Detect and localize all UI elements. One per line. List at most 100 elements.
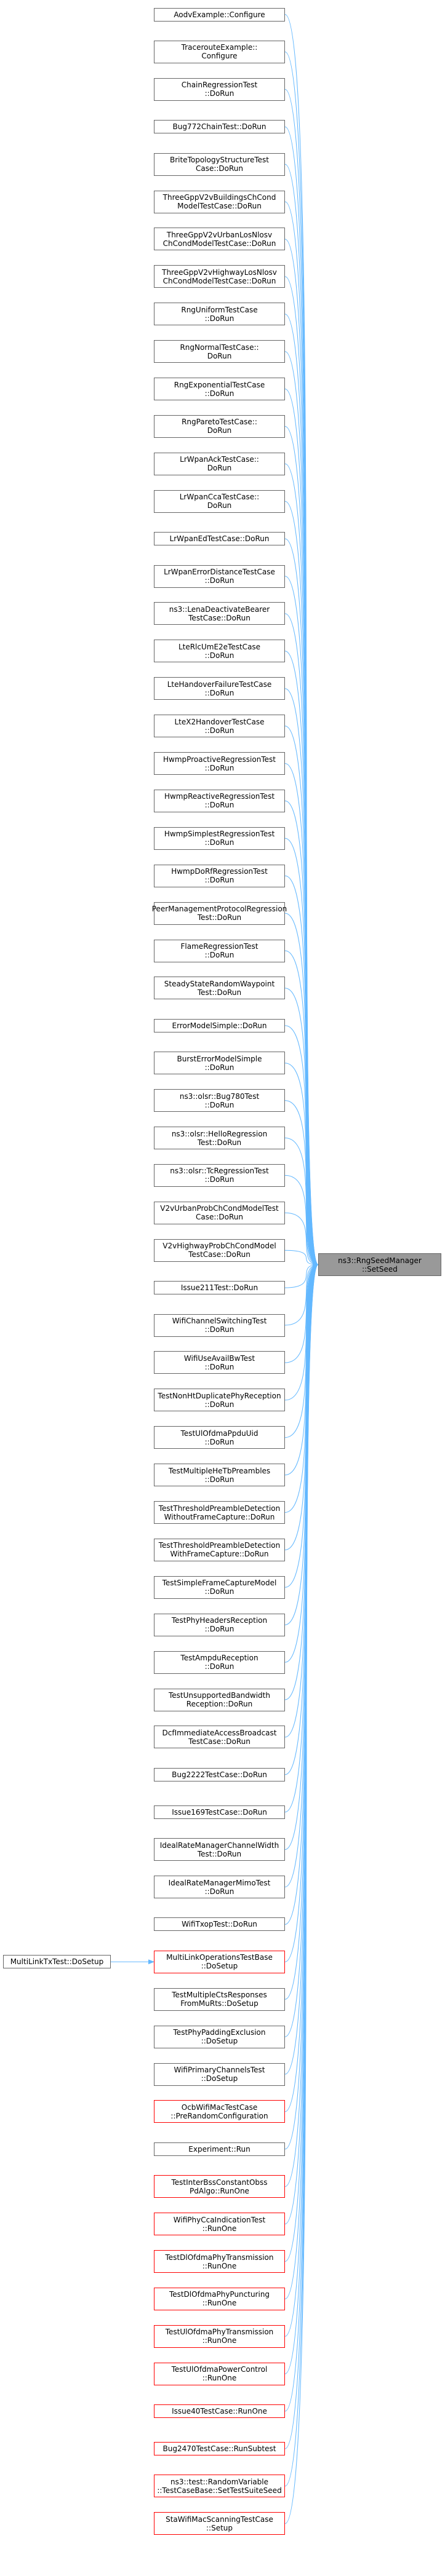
call-edge (284, 1262, 319, 1588)
caller-node[interactable]: HwmpReactiveRegressionTest ::DoRun (154, 789, 285, 812)
caller-node[interactable]: ThreeGppV2vBuildingsChCond ModelTestCase… (154, 190, 285, 213)
caller-node[interactable]: Bug2470TestCase::RunSubtest (154, 2442, 285, 2455)
caller-node[interactable]: Experiment::Run (154, 2142, 285, 2156)
caller-node[interactable]: WifiPrimaryChannelsTest ::DoSetup (154, 2063, 285, 2086)
caller-node[interactable]: ns3::test::RandomVariable ::TestCaseBase… (154, 2475, 285, 2498)
call-edge (284, 1262, 319, 1738)
caller-node[interactable]: TestUlOfdmaPhyTransmission ::RunOne (154, 2324, 285, 2348)
extra-caller-node[interactable]: MultiLinkTxTest::DoSetup (3, 1955, 111, 1969)
caller-node[interactable]: RngUniformTestCase ::DoRun (154, 303, 285, 326)
caller-node[interactable]: ns3::olsr::HelloRegression Test::DoRun (154, 1127, 285, 1149)
call-edge (284, 1262, 319, 1550)
call-edge (284, 1262, 319, 1513)
call-edge (284, 1250, 319, 1267)
caller-node[interactable]: HwmpSimplestRegressionTest ::DoRun (154, 826, 285, 850)
caller-node[interactable]: IdealRateManagerMimoTest ::DoRun (154, 1876, 285, 1898)
caller-node[interactable]: ErrorModelSimple::DoRun (154, 1018, 285, 1032)
call-edge (284, 688, 319, 1267)
caller-node[interactable]: LteHandoverFailureTestCase ::DoRun (154, 677, 285, 700)
call-edge (284, 1175, 319, 1267)
call-edge (284, 51, 319, 1267)
caller-node[interactable]: LrWpanCcaTestCase:: DoRun (154, 489, 285, 513)
caller-node[interactable]: LteRlcUmE2eTestCase ::DoRun (154, 640, 285, 663)
call-edge (284, 800, 319, 1267)
caller-node[interactable]: TestNonHtDuplicatePhyReception ::DoRun (154, 1389, 285, 1412)
caller-node[interactable]: DcfImmediateAccessBroadcast TestCase::Do… (154, 1726, 285, 1749)
caller-node[interactable]: BurstErrorModelSimple ::DoRun (154, 1052, 285, 1075)
caller-node[interactable]: TestUnsupportedBandwidth Reception::DoRu… (154, 1688, 285, 1711)
caller-node[interactable]: ns3::olsr::Bug780Test ::DoRun (154, 1089, 285, 1112)
call-edge (284, 950, 319, 1267)
call-edge (284, 576, 319, 1267)
caller-node[interactable]: LrWpanAckTestCase:: DoRun (154, 452, 285, 475)
caller-node[interactable]: WifiChannelSwitchingTest ::DoRun (154, 1314, 285, 1337)
caller-node[interactable]: PeerManagementProtocolRegression Test::D… (152, 902, 287, 925)
caller-node[interactable]: WifiUseAvailBwTest ::DoRun (154, 1351, 285, 1374)
call-edge (284, 1262, 319, 1850)
call-edge (284, 1262, 319, 1363)
caller-node[interactable]: AodvExample::Configure (154, 7, 285, 22)
caller-node[interactable]: TestSimpleFrameCaptureModel ::DoRun (154, 1575, 285, 1599)
caller-node[interactable]: V2vHighwayProbChCondModel TestCase::DoRu… (154, 1238, 285, 1262)
caller-node[interactable]: StaWifiMacScanningTestCase ::Setup (154, 2512, 285, 2535)
caller-node[interactable]: TestUlOfdmaPpduUid ::DoRun (154, 1426, 285, 1449)
caller-node[interactable]: LrWpanErrorDistanceTestCase ::DoRun (154, 565, 285, 588)
call-edge (284, 763, 319, 1267)
caller-node[interactable]: V2vUrbanProbChCondModelTest Case::DoRun (154, 1201, 285, 1224)
call-edge (284, 1262, 319, 1925)
caller-node[interactable]: TestAmpduReception ::DoRun (154, 1651, 285, 1674)
caller-node[interactable]: RngExponentialTestCase ::DoRun (154, 378, 285, 400)
caller-node[interactable]: Bug2222TestCase::DoRun (154, 1767, 285, 1781)
target-node[interactable]: ns3::RngSeedManager ::SetSeed (318, 1253, 441, 1276)
caller-node[interactable]: MultiLinkOperationsTestBase ::DoSetup (154, 1950, 285, 1973)
call-edge (284, 1262, 319, 1775)
call-edge (284, 1262, 319, 2037)
caller-node[interactable]: ns3::LenaDeactivateBearer TestCase::DoRu… (154, 602, 285, 625)
caller-node[interactable]: TestInterBssConstantObss PdAlgo::RunOne (154, 2175, 285, 2198)
caller-node[interactable]: IdealRateManagerChannelWidth Test::DoRun (154, 1838, 285, 1861)
caller-node[interactable]: LrWpanEdTestCase::DoRun (154, 532, 285, 546)
call-edge (284, 875, 319, 1267)
call-edge (284, 1262, 319, 1288)
caller-node[interactable]: Issue169TestCase::DoRun (154, 1805, 285, 1819)
caller-node[interactable]: Issue211Test::DoRun (154, 1281, 285, 1295)
caller-node[interactable]: TestMultipleCtsResponses FromMuRts::DoSe… (154, 1987, 285, 2011)
call-edge (284, 838, 319, 1267)
caller-node[interactable]: RngParetoTestCase:: DoRun (154, 414, 285, 438)
caller-node[interactable]: FlameRegressionTest ::DoRun (154, 939, 285, 962)
caller-node[interactable]: WifiTxopTest::DoRun (154, 1917, 285, 1932)
call-edge (284, 1262, 319, 2000)
caller-node[interactable]: LteX2HandoverTestCase ::DoRun (154, 715, 285, 738)
caller-node[interactable]: HwmpProactiveRegressionTest ::DoRun (154, 752, 285, 775)
call-edge (284, 1262, 319, 1962)
call-edge (284, 1262, 319, 2374)
caller-node[interactable]: TestMultipleHeTbPreambles ::DoRun (154, 1464, 285, 1487)
caller-node[interactable]: TestDlOfdmaPhyPuncturing ::RunOne (154, 2287, 285, 2310)
caller-node[interactable]: Issue40TestCase::RunOne (154, 2404, 285, 2419)
caller-node[interactable]: TracerouteExample:: Configure (154, 40, 285, 63)
caller-node[interactable]: Bug772ChainTest::DoRun (154, 120, 285, 134)
caller-node[interactable]: TestPhyHeadersReception ::DoRun (154, 1613, 285, 1636)
call-edge (284, 651, 319, 1267)
caller-node[interactable]: TestPhyPaddingExclusion ::DoSetup (154, 2025, 285, 2048)
caller-node[interactable]: TestDlOfdmaPhyTransmission ::RunOne (154, 2250, 285, 2273)
caller-node[interactable]: ThreeGppV2vUrbanLosNlosv ChCondModelTest… (154, 228, 285, 251)
caller-node[interactable]: TestUlOfdmaPowerControl ::RunOne (154, 2362, 285, 2385)
call-edge (284, 1063, 319, 1267)
caller-node[interactable]: OcbWifiMacTestCase ::PreRandomConfigurat… (154, 2100, 285, 2123)
call-edge (284, 988, 319, 1267)
caller-node[interactable]: ns3::olsr::TcRegressionTest ::DoRun (154, 1163, 285, 1187)
caller-node[interactable]: TestThresholdPreambleDetection WithoutFr… (154, 1501, 285, 1524)
call-edge (284, 1262, 319, 2524)
call-edge (284, 1262, 319, 2225)
caller-node[interactable]: SteadyStateRandomWaypoint Test::DoRun (154, 977, 285, 1000)
caller-node[interactable]: WifiPhyCcaIndicationTest ::RunOne (154, 2213, 285, 2236)
caller-node[interactable]: HwmpDoRfRegressionTest ::DoRun (154, 864, 285, 887)
caller-node[interactable]: ChainRegressionTest ::DoRun (154, 77, 285, 101)
caller-node[interactable]: ThreeGppV2vHighwayLosNlosv ChCondModelTe… (154, 265, 285, 288)
caller-node[interactable]: BriteTopologyStructureTest Case::DoRun (154, 153, 285, 176)
caller-node[interactable]: RngNormalTestCase:: DoRun (154, 340, 285, 363)
caller-node[interactable]: TestThresholdPreambleDetection WithFrame… (154, 1538, 285, 1561)
